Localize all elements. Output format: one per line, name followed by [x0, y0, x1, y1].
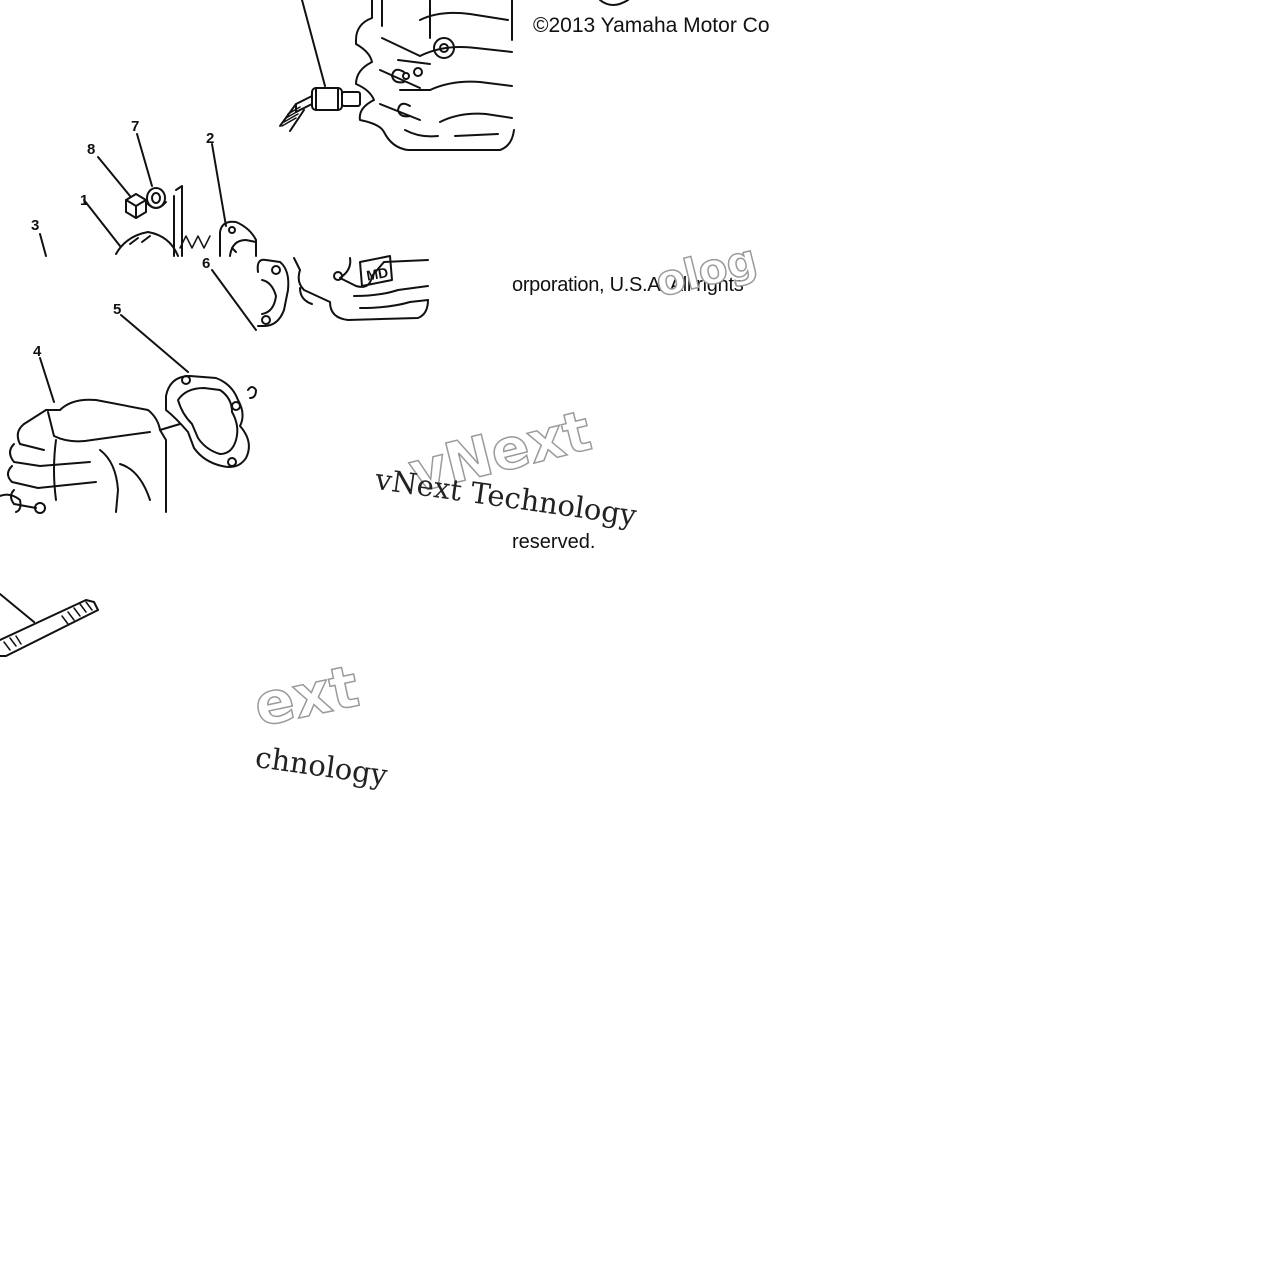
head-gasket-2	[219, 220, 257, 257]
cylinder-head	[355, 0, 629, 151]
callout-1: 1	[80, 192, 88, 209]
callout-2: 2	[206, 130, 214, 147]
part-label-tag: MD	[359, 255, 393, 287]
spark-plug	[279, 87, 361, 132]
copyright-line-3: reserved.	[512, 531, 596, 553]
cylinder-block-4	[0, 398, 181, 514]
small-parts-tile	[39, 133, 257, 257]
callout-3: 3	[31, 217, 39, 234]
svg-text:MD: MD	[365, 264, 389, 284]
stud-bolt-tile	[0, 593, 99, 657]
callout-8: 8	[87, 141, 95, 158]
callout-7: 7	[131, 118, 139, 135]
base-gasket-5	[165, 375, 250, 468]
copyright-line-2: orporation, U.S.A. All rights	[512, 274, 744, 296]
callout-6: 6	[202, 255, 210, 272]
callout-labels: 7 8 2 1 3 6 5 4	[31, 118, 214, 360]
washer-nut-7	[145, 187, 167, 209]
copyright-line-1: ©2013 Yamaha Motor Co	[533, 14, 770, 37]
hex-nut-8	[125, 193, 147, 219]
callout-5: 5	[113, 301, 121, 318]
cylinder-block-tile	[0, 314, 257, 514]
cylinder-head-tile	[279, 0, 629, 151]
callout-4: 4	[33, 343, 42, 360]
cylinder-top-tile: MD	[211, 255, 429, 331]
gasket-6	[256, 258, 290, 327]
stud-bolt	[0, 599, 99, 657]
